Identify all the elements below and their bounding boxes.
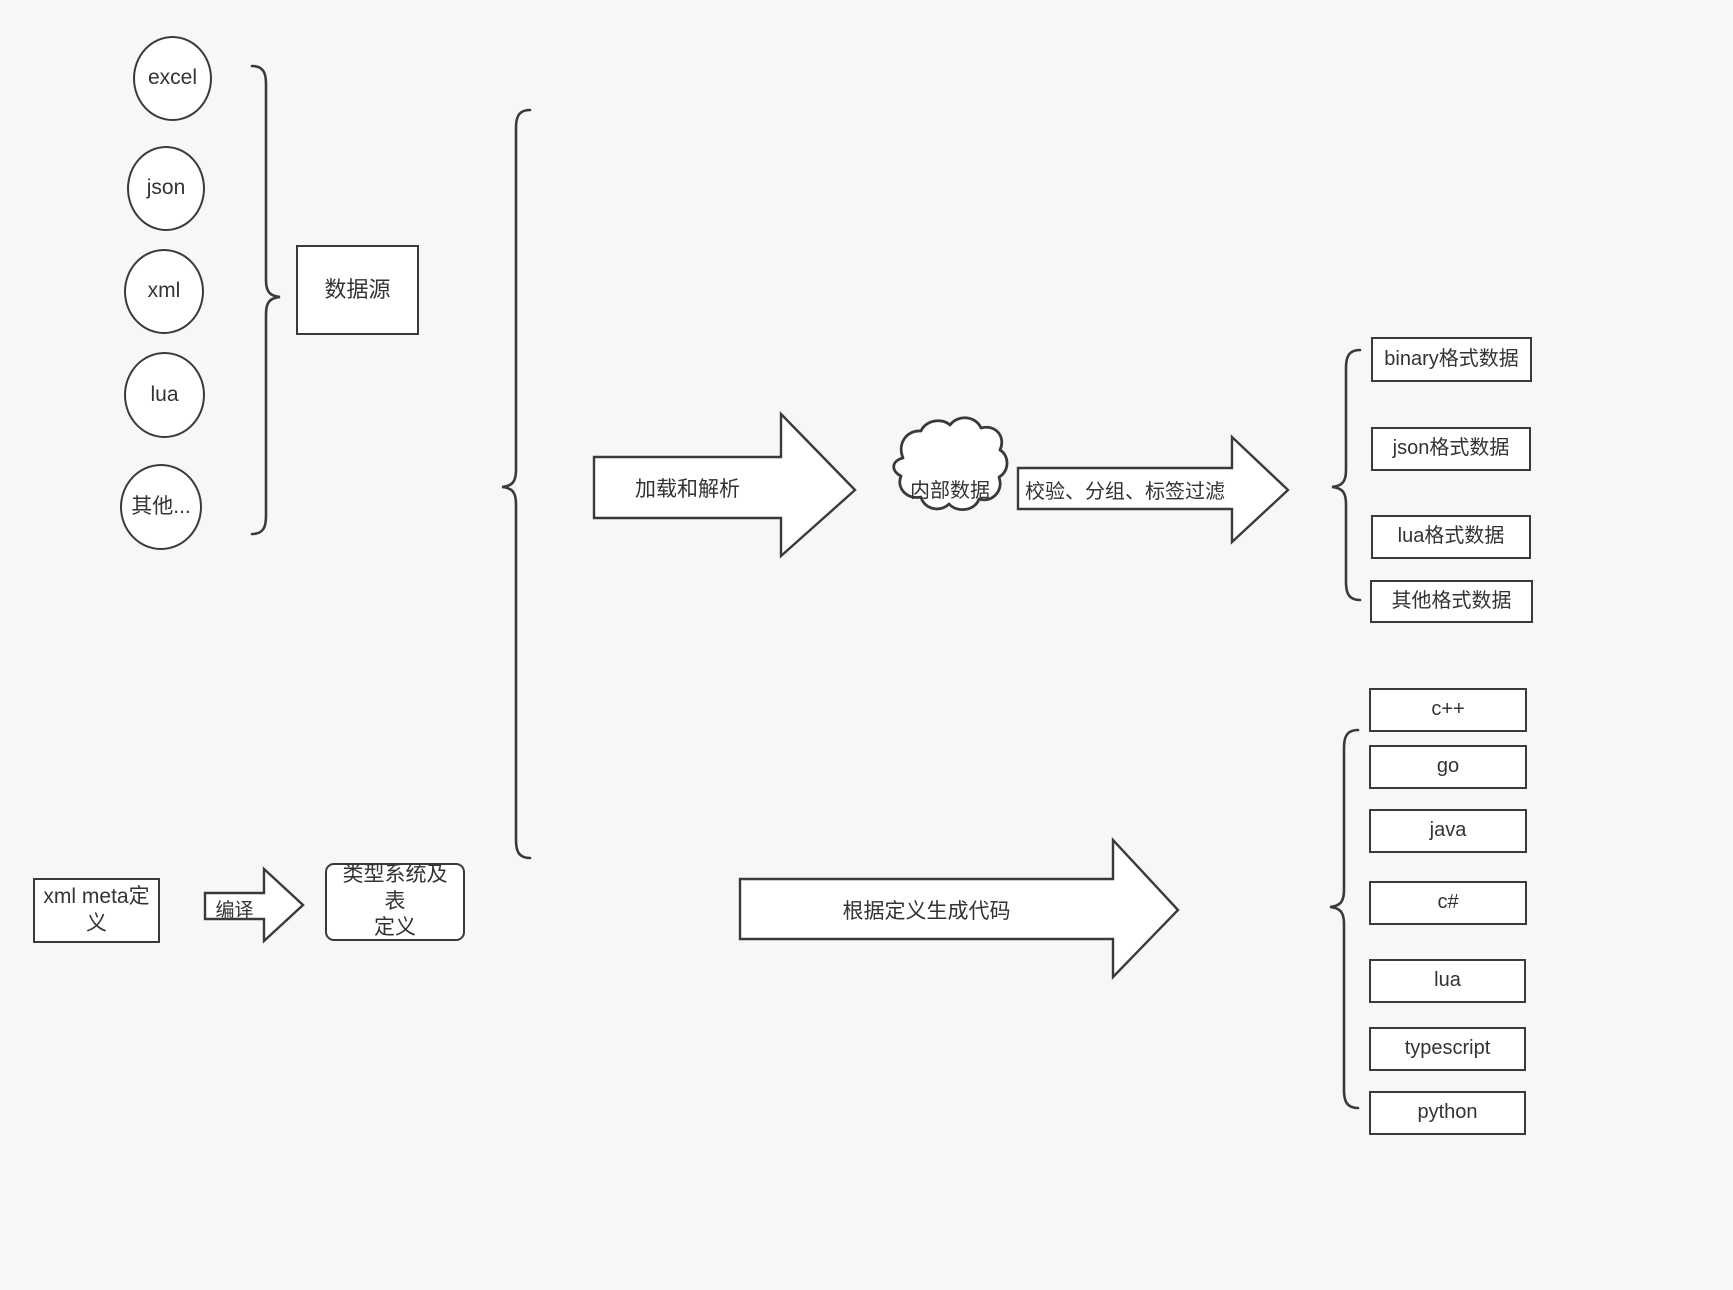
output-language-go[interactable]: go (1369, 745, 1527, 789)
filter-arrow-label-wrap: 校验、分组、标签过滤 (1018, 473, 1232, 505)
type-system-definition-label: 类型系统及表 定义 (342, 862, 448, 940)
output-language-lua-label: lua (1434, 969, 1461, 992)
output-language-java[interactable]: java (1369, 809, 1527, 853)
source-node-json-label: json (146, 176, 186, 200)
output-language-typescript[interactable]: typescript (1369, 1027, 1526, 1071)
output-format-json-label: json格式数据 (1392, 437, 1510, 460)
output-language-java-label: java (1429, 819, 1467, 842)
source-node-json[interactable]: json (127, 146, 205, 231)
brace-languages (1329, 728, 1360, 1110)
output-format-lua-label: lua格式数据 (1397, 525, 1505, 548)
source-node-lua[interactable]: lua (124, 352, 205, 438)
output-language-python[interactable]: python (1369, 1091, 1526, 1135)
source-node-other-label: 其他... (131, 494, 191, 518)
output-language-python-label: python (1417, 1101, 1478, 1124)
cloud-internal-data-label-wrap: 内部数据 (900, 472, 1000, 504)
source-node-excel-label: excel (147, 66, 198, 90)
compile-arrow-label-wrap: 编译 (205, 895, 264, 921)
data-source-group-label: 数据源 (324, 276, 391, 302)
source-node-excel[interactable]: excel (133, 36, 212, 121)
source-node-lua-label: lua (150, 382, 179, 406)
output-format-json[interactable]: json格式数据 (1371, 427, 1531, 471)
brace-pipeline-input (501, 108, 532, 860)
generate-code-arrow-label: 根据定义生成代码 (842, 900, 1011, 923)
brace-data-formats (1331, 348, 1362, 602)
output-language-typescript-label: typescript (1404, 1037, 1491, 1060)
xml-meta-definition-box[interactable]: xml meta定义 (33, 878, 160, 943)
source-node-other[interactable]: 其他... (120, 464, 202, 550)
output-format-binary-label: binary格式数据 (1384, 347, 1519, 370)
brace-data-sources (250, 64, 281, 536)
compile-arrow-label: 编译 (215, 899, 254, 921)
output-language-cpp-label: c++ (1431, 698, 1465, 721)
type-system-definition-box[interactable]: 类型系统及表 定义 (325, 863, 465, 941)
output-format-other[interactable]: 其他格式数据 (1370, 580, 1533, 623)
output-language-cpp[interactable]: c++ (1369, 688, 1527, 732)
cloud-internal-data-label: 内部数据 (910, 479, 990, 502)
output-language-csharp-label: c# (1437, 891, 1459, 914)
output-language-go-label: go (1436, 755, 1460, 778)
output-format-other-label: 其他格式数据 (1391, 589, 1512, 612)
data-source-group-box[interactable]: 数据源 (296, 245, 419, 335)
output-format-lua[interactable]: lua格式数据 (1371, 515, 1531, 559)
xml-meta-definition-label: xml meta定义 (43, 884, 150, 935)
source-node-xml[interactable]: xml (124, 249, 204, 334)
source-node-xml-label: xml (147, 279, 181, 303)
load-parse-arrow-label: 加载和解析 (635, 478, 740, 501)
filter-arrow-label: 校验、分组、标签过滤 (1025, 480, 1225, 503)
output-language-csharp[interactable]: c# (1369, 881, 1527, 925)
generate-code-arrow-label-wrap: 根据定义生成代码 (740, 893, 1113, 927)
load-parse-arrow-label-wrap: 加载和解析 (594, 470, 781, 506)
output-language-lua[interactable]: lua (1369, 959, 1526, 1003)
output-format-binary[interactable]: binary格式数据 (1371, 337, 1532, 382)
